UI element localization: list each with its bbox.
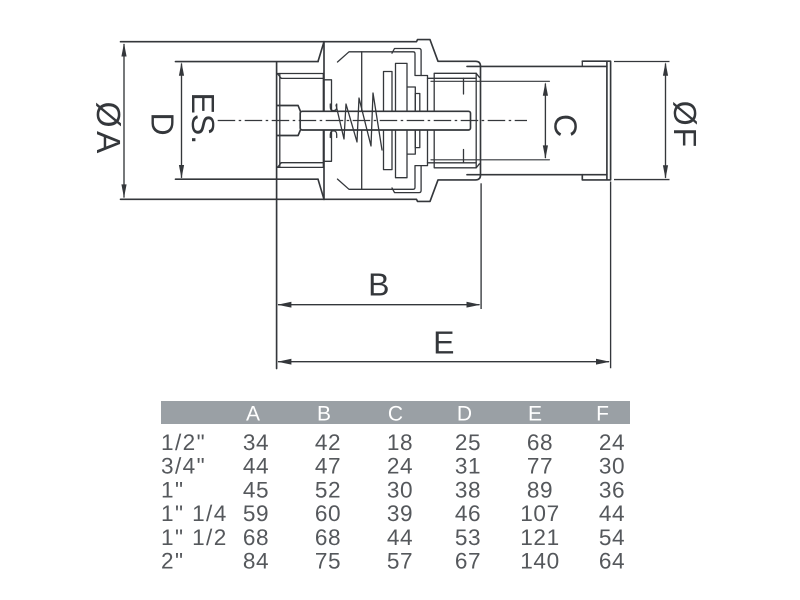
- svg-text:89: 89: [527, 477, 553, 502]
- svg-text:ØA: ØA: [89, 101, 126, 156]
- svg-text:42: 42: [315, 430, 341, 455]
- svg-text:53: 53: [455, 525, 481, 550]
- svg-text:44: 44: [387, 525, 413, 550]
- svg-text:52: 52: [315, 477, 341, 502]
- svg-text:44: 44: [243, 454, 269, 479]
- svg-text:30: 30: [599, 454, 625, 479]
- svg-text:140: 140: [520, 549, 560, 574]
- svg-text:44: 44: [599, 501, 625, 526]
- svg-text:25: 25: [455, 430, 481, 455]
- svg-text:45: 45: [243, 477, 269, 502]
- svg-text:3/4": 3/4": [161, 454, 206, 479]
- svg-text:34: 34: [243, 430, 269, 455]
- svg-text:47: 47: [315, 454, 341, 479]
- svg-text:1/2": 1/2": [161, 430, 206, 455]
- svg-text:77: 77: [527, 454, 553, 479]
- svg-text:B: B: [368, 267, 389, 303]
- svg-text:24: 24: [387, 454, 413, 479]
- svg-text:E: E: [528, 403, 542, 426]
- svg-text:C: C: [547, 114, 583, 137]
- svg-text:46: 46: [455, 501, 481, 526]
- svg-text:ES.: ES.: [185, 93, 221, 145]
- svg-text:1" 1/4: 1" 1/4: [161, 501, 228, 526]
- svg-text:107: 107: [520, 501, 560, 526]
- svg-text:54: 54: [599, 525, 625, 550]
- svg-text:1": 1": [161, 477, 184, 502]
- svg-text:24: 24: [599, 430, 625, 455]
- svg-text:60: 60: [315, 501, 341, 526]
- svg-text:ØF: ØF: [667, 101, 703, 149]
- svg-text:36: 36: [599, 477, 625, 502]
- svg-text:68: 68: [315, 525, 341, 550]
- svg-text:121: 121: [520, 525, 560, 550]
- svg-text:D: D: [457, 403, 472, 426]
- svg-text:59: 59: [243, 501, 269, 526]
- svg-text:18: 18: [387, 430, 413, 455]
- svg-text:57: 57: [387, 549, 413, 574]
- svg-text:64: 64: [599, 549, 625, 574]
- svg-text:E: E: [433, 325, 454, 361]
- svg-text:38: 38: [455, 477, 481, 502]
- svg-text:F: F: [596, 403, 609, 426]
- svg-text:75: 75: [315, 549, 341, 574]
- svg-text:84: 84: [243, 549, 269, 574]
- svg-text:39: 39: [387, 501, 413, 526]
- svg-text:C: C: [388, 403, 403, 426]
- svg-text:68: 68: [527, 430, 553, 455]
- svg-text:2": 2": [161, 549, 184, 574]
- svg-text:1" 1/2: 1" 1/2: [161, 525, 228, 550]
- svg-text:30: 30: [387, 477, 413, 502]
- svg-text:68: 68: [243, 525, 269, 550]
- svg-text:A: A: [246, 403, 260, 426]
- svg-text:D: D: [144, 113, 180, 136]
- svg-text:B: B: [317, 403, 331, 426]
- svg-text:67: 67: [455, 549, 481, 574]
- svg-text:31: 31: [455, 454, 481, 479]
